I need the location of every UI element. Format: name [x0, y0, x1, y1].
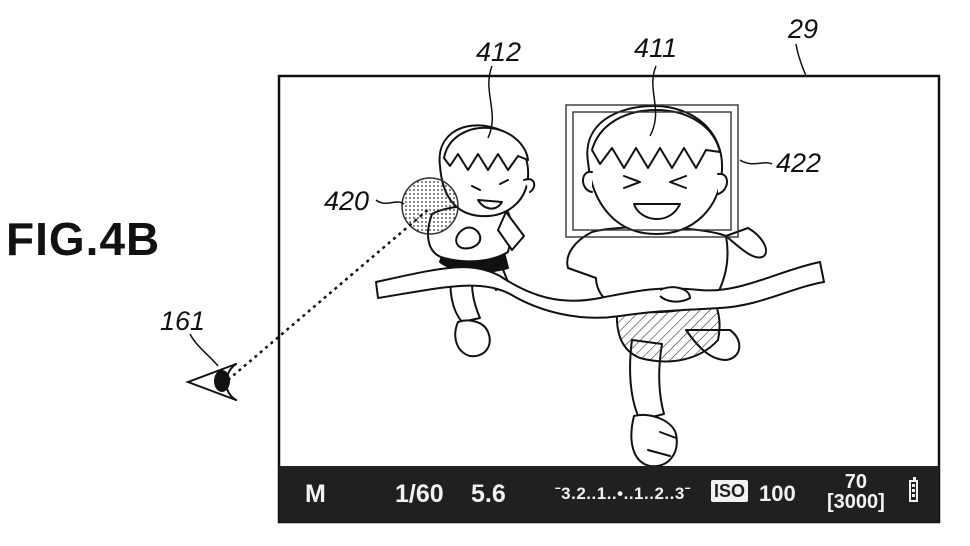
figure-title: FIG.4B [6, 213, 161, 265]
shooting-mode: M [305, 480, 326, 508]
shots-top: 70 [844, 471, 868, 493]
ref-161-label: 161 [160, 306, 206, 336]
battery-icon [909, 477, 918, 502]
finish-ribbon [375, 261, 825, 319]
ref-422-label: 422 [776, 148, 822, 178]
shots-bottom: [3000] [827, 491, 885, 513]
exposure-scale: ˉ3.2..1..•..1..2..3ˉ [555, 484, 691, 503]
gaze-line [227, 207, 431, 381]
iso-value: 100 [759, 481, 796, 506]
ref-420-label: 420 [324, 186, 370, 216]
af-frame-422 [565, 104, 739, 238]
ref-29-label: 29 [788, 14, 819, 44]
ref-412-label: 412 [476, 37, 522, 67]
shutter-speed: 1/60 [395, 480, 444, 508]
aperture-value: 5.6 [471, 480, 506, 508]
camera-status-bar: M 1/60 5.6 ˉ3.2..1..•..1..2..3ˉ ISO 100 … [279, 466, 939, 522]
iso-label: ISO [711, 480, 749, 502]
ref-411-label: 411 [634, 33, 678, 63]
leader-lines [189, 43, 807, 367]
eye-icon [185, 363, 237, 401]
shots-remaining: 70 [3000] [827, 472, 885, 512]
